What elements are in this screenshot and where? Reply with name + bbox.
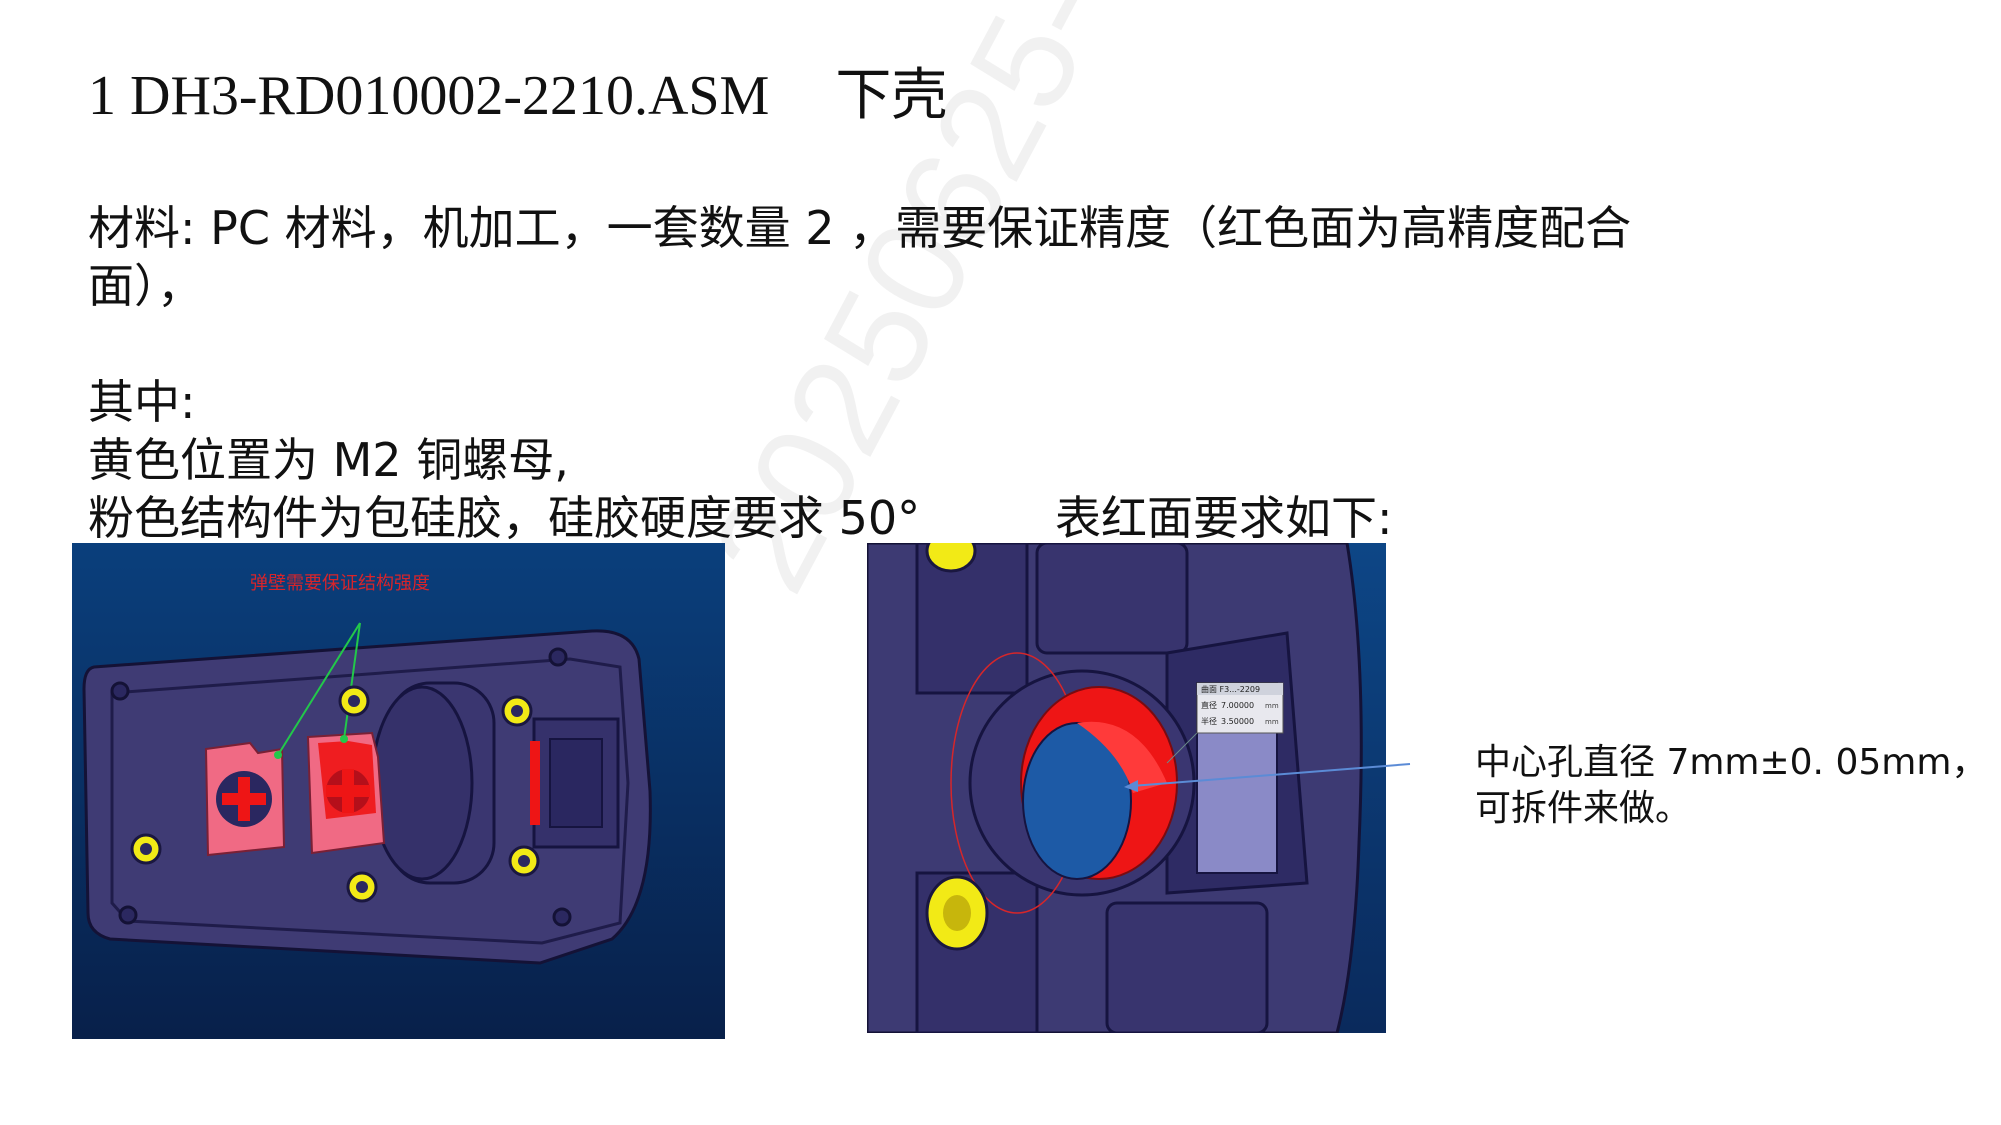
part-number: 1 DH3-RD010002-2210.ASM [88, 65, 770, 127]
callout-arrow [1124, 763, 1411, 792]
cad-image-top-view: 弹壁需要保证结构强度 [72, 543, 725, 1039]
radius-unit: mm [1265, 718, 1279, 726]
note-yellow-nuts: 黄色位置为 M2 铜螺母, [88, 433, 569, 487]
hole-tolerance-line-1: 中心孔直径 7mm±0. 05mm， [1475, 742, 1988, 783]
cad-image-hole-detail: 曲面 F3...-2209 直径 7.00000 mm 半径 3.50000 m… [867, 543, 1386, 1033]
note-red-surface: 表红面要求如下: [1055, 491, 1393, 545]
measure-header: 曲面 F3...-2209 [1201, 684, 1260, 694]
material-line-1: 材料: PC 材料，机加工，一套数量 2 ，需要保证精度（红色面为高精度配合 [88, 199, 1631, 257]
diameter-label: 直径 [1201, 700, 1217, 710]
radius-value: 3.50000 [1221, 717, 1254, 726]
diameter-unit: mm [1265, 702, 1279, 710]
part-name: 下壳 [835, 63, 948, 128]
strength-annotation: 弹壁需要保证结构强度 [250, 573, 430, 594]
material-text: PC 材料，机加工，一套数量 2 ，需要保证精度（红色面为高精度配合 [195, 201, 1632, 255]
material-label: 材料: [88, 201, 196, 255]
hole-tolerance-note: 中心孔直径 7mm±0. 05mm， 可拆件来做。 [1475, 740, 1987, 832]
hole-tolerance-line-2: 可拆件来做。 [1475, 788, 1692, 829]
note-pink-silicone: 粉色结构件为包硅胶，硅胶硬度要求 50° [88, 491, 921, 545]
notes-heading: 其中: [88, 375, 196, 429]
radius-label: 半径 [1201, 716, 1217, 726]
measurement-tooltip: 曲面 F3...-2209 直径 7.00000 mm 半径 3.50000 m… [1196, 682, 1284, 734]
page-title: 1 DH3-RD010002-2210.ASM 下壳 [88, 60, 947, 132]
material-line-2: 面）， [88, 259, 203, 313]
diameter-value: 7.00000 [1221, 701, 1254, 710]
